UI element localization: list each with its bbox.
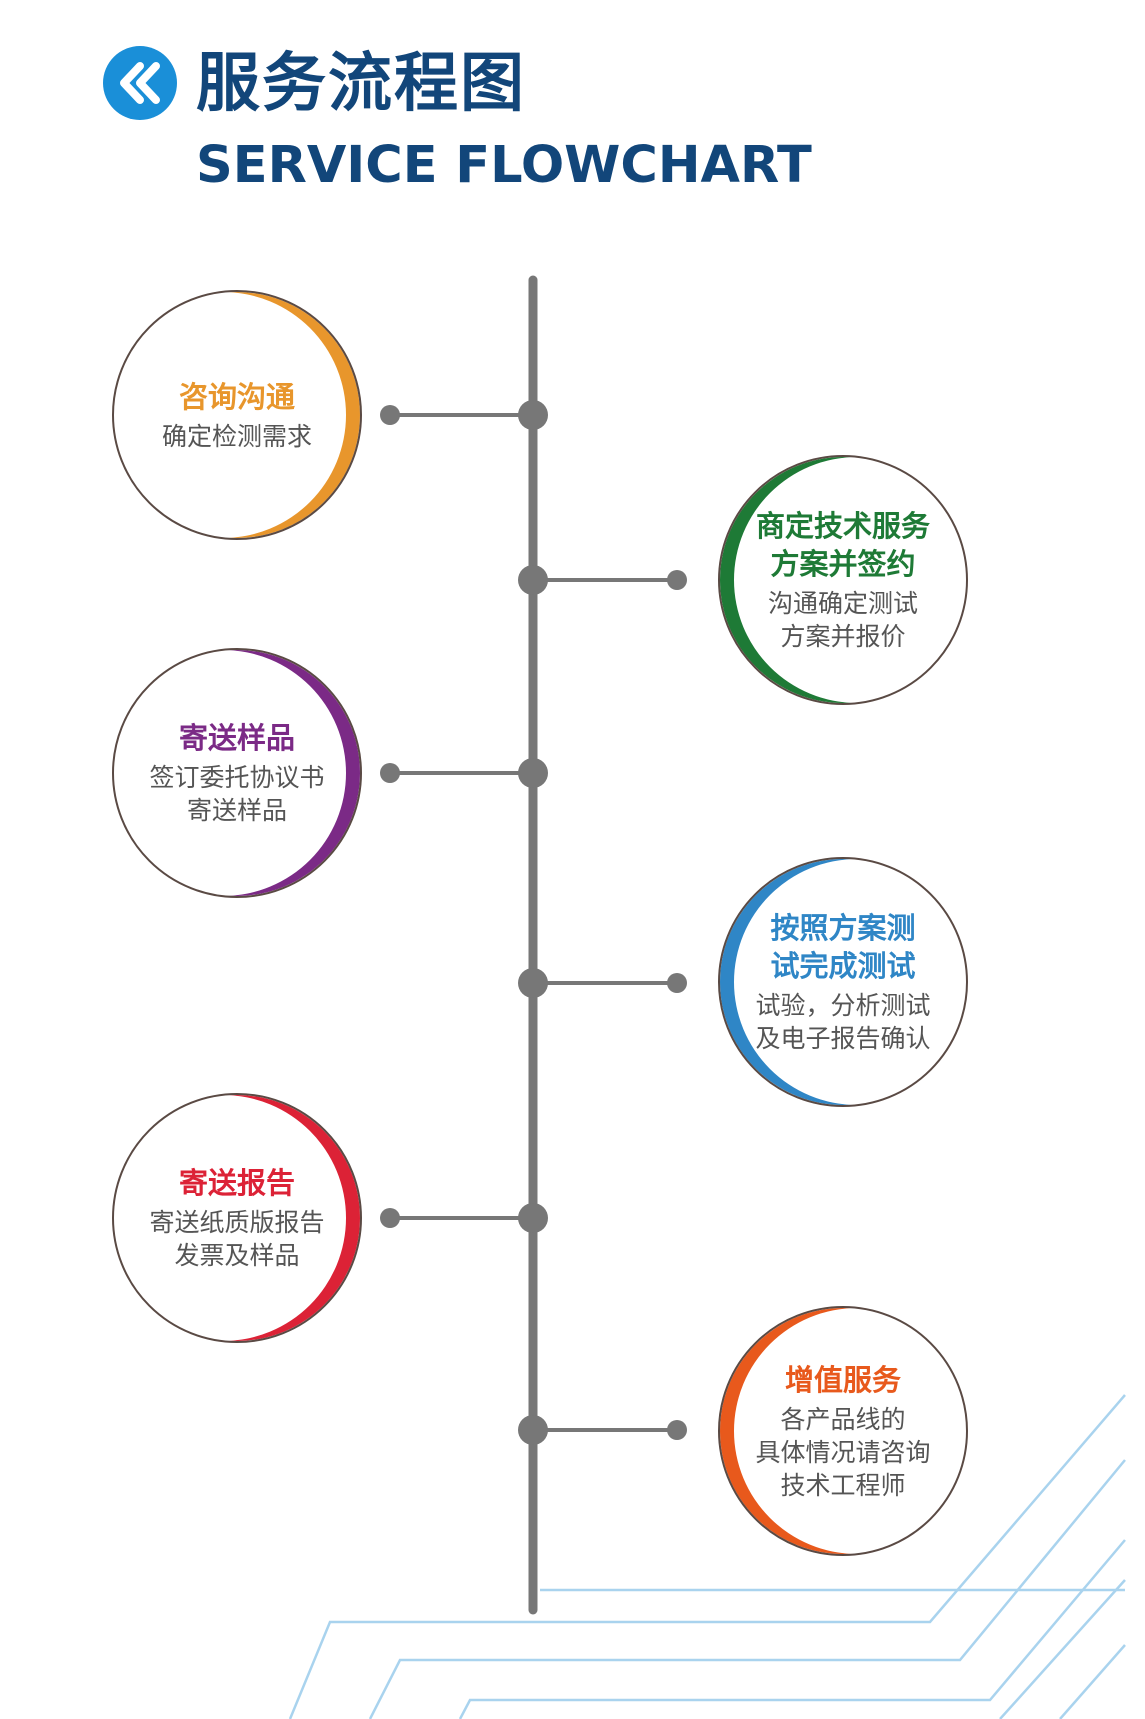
timeline-node <box>518 565 548 595</box>
step-ring <box>112 290 362 540</box>
step-ring <box>718 455 968 705</box>
connector-dot <box>667 973 687 993</box>
step-ring <box>112 648 362 898</box>
step-send-report: 寄送报告 寄送纸质版报告发票及样品 <box>112 1093 362 1343</box>
step-title: 增值服务 <box>784 1362 901 1397</box>
step-desc: 试验，分析测试及电子报告确认 <box>755 991 931 1053</box>
connector-dot <box>380 763 400 783</box>
timeline-node <box>518 968 548 998</box>
step-desc: 签订委托协议书寄送样品 <box>149 763 325 825</box>
step-desc: 各产品线的具体情况请咨询技术工程师 <box>755 1404 931 1500</box>
step-ring <box>718 857 968 1107</box>
step-title: 咨询沟通 <box>178 379 295 414</box>
step-title: 寄送样品 <box>178 721 295 755</box>
page-subtitle: SERVICE FLOWCHART <box>196 136 812 195</box>
step-desc: 确定检测需求 <box>161 421 312 451</box>
timeline-node <box>518 1203 548 1233</box>
step-send-samples: 寄送样品 签订委托协议书寄送样品 <box>112 648 362 898</box>
step-contract: 商定技术服务方案并签约 沟通确定测试方案并报价 <box>718 455 968 705</box>
connector-dot <box>667 1420 687 1440</box>
connector-dot <box>380 405 400 425</box>
double-chevron-left-icon <box>103 46 177 120</box>
step-ring <box>718 1306 968 1556</box>
timeline-node <box>518 1415 548 1445</box>
step-desc: 寄送纸质版报告发票及样品 <box>149 1208 325 1270</box>
step-testing: 按照方案测试完成测试 试验，分析测试及电子报告确认 <box>718 857 968 1107</box>
connector-dot <box>667 570 687 590</box>
timeline-connectors <box>380 400 687 1445</box>
page-title: 服务流程图 <box>196 47 526 121</box>
step-consult: 咨询沟通 确定检测需求 <box>112 290 362 540</box>
step-ring <box>112 1093 362 1343</box>
timeline-node <box>518 400 548 430</box>
step-title: 按照方案测试完成测试 <box>770 911 916 983</box>
connector-dot <box>380 1208 400 1228</box>
timeline-node <box>518 758 548 788</box>
step-value-added: 增值服务 各产品线的具体情况请咨询技术工程师 <box>718 1306 968 1556</box>
step-title: 商定技术服务方案并签约 <box>755 509 930 581</box>
step-desc: 沟通确定测试方案并报价 <box>767 589 918 651</box>
step-title: 寄送报告 <box>178 1166 295 1200</box>
